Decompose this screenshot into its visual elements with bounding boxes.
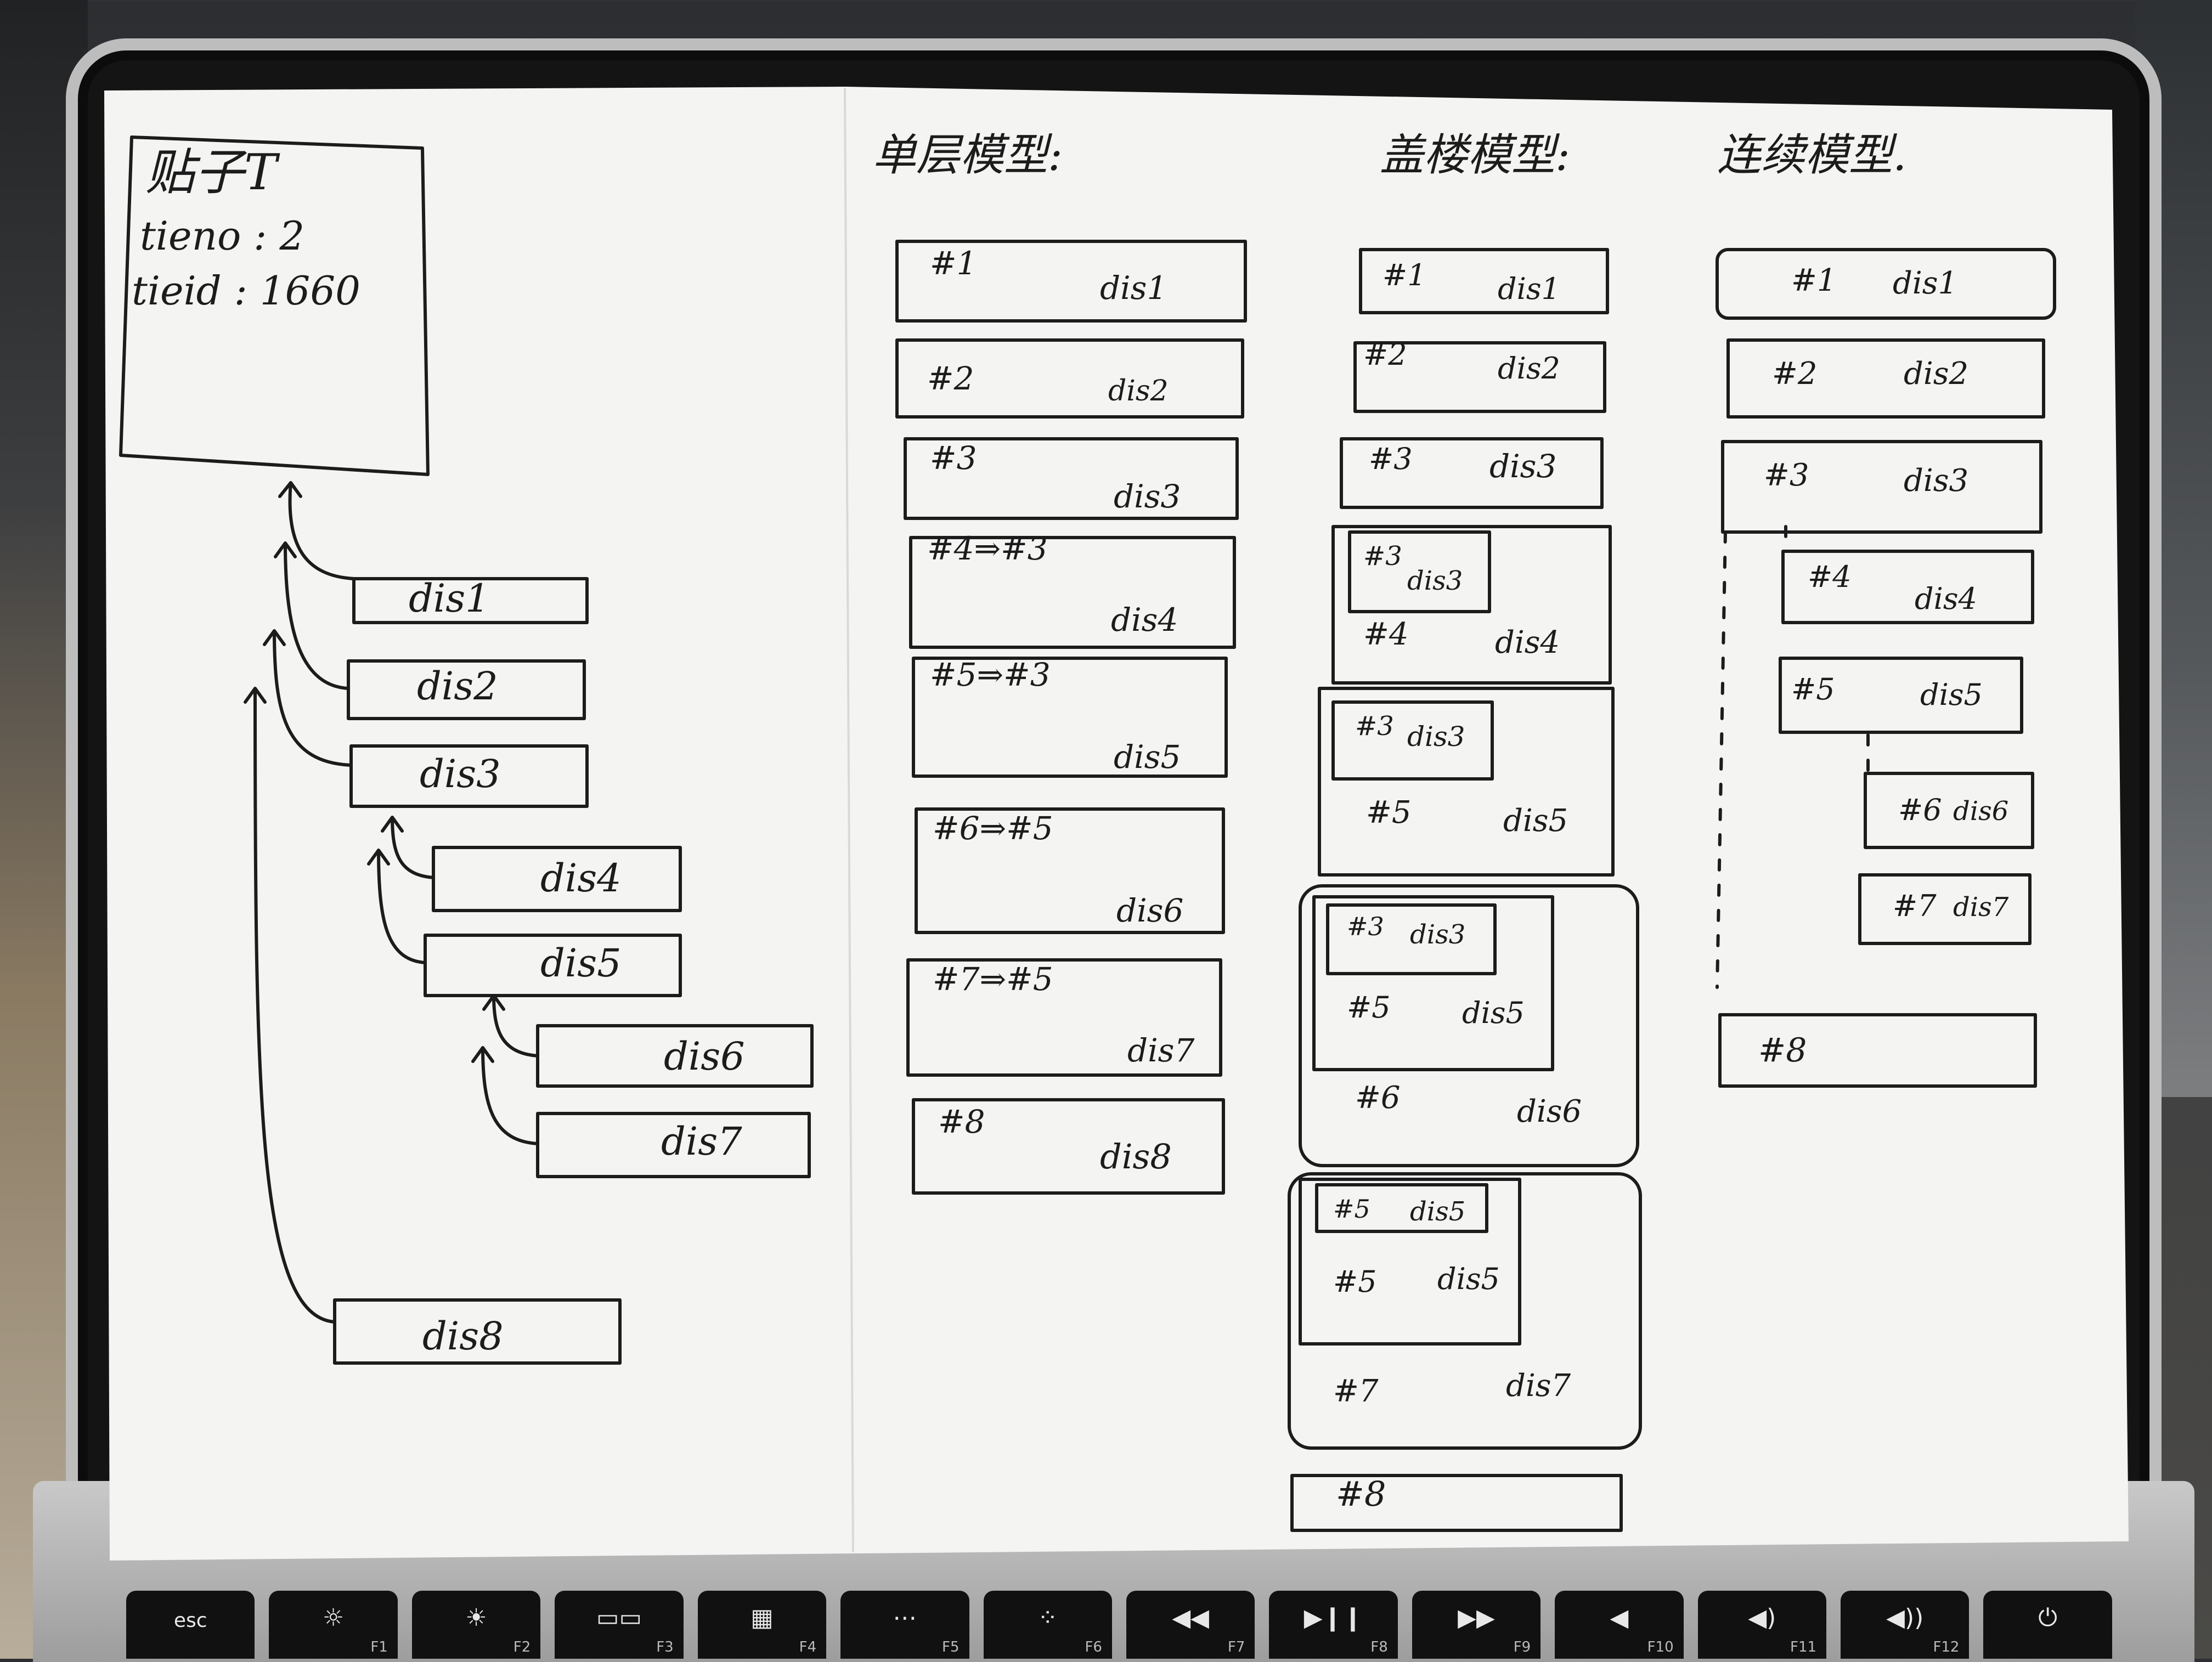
key-f10[interactable]: ◀ F10 <box>1555 1591 1684 1659</box>
key-power[interactable]: ⏻ <box>1983 1591 2112 1659</box>
launchpad-icon: ▦ <box>751 1604 774 1632</box>
key-esc[interactable]: esc <box>126 1591 255 1659</box>
keyboard-light-down-icon: ⋯ <box>893 1604 917 1632</box>
brightness-down-icon: ☼ <box>322 1604 345 1632</box>
key-fn-label: F11 <box>1790 1639 1817 1655</box>
volume-down-icon: ◀) <box>1748 1604 1776 1632</box>
key-fn-label: F10 <box>1647 1639 1674 1655</box>
key-fn-label: F1 <box>370 1639 388 1655</box>
key-esc-label: esc <box>173 1609 207 1632</box>
key-fn-label: F8 <box>1370 1639 1388 1655</box>
key-fn-label: F9 <box>1513 1639 1531 1655</box>
laptop-bezel <box>66 38 2162 1541</box>
key-fn-label: F7 <box>1227 1639 1245 1655</box>
mission-control-icon: ▭▭ <box>596 1604 642 1632</box>
volume-up-icon: ◀)) <box>1886 1604 1924 1632</box>
play-pause-icon: ▶❙❙ <box>1304 1604 1363 1632</box>
power-icon: ⏻ <box>2038 1604 2058 1632</box>
key-fn-label: F5 <box>942 1639 960 1655</box>
key-f6[interactable]: ⁘ F6 <box>983 1591 1112 1659</box>
key-fn-label: F3 <box>656 1639 674 1655</box>
brightness-up-icon: ☀ <box>465 1604 487 1632</box>
key-f7[interactable]: ◀◀ F7 <box>1126 1591 1255 1659</box>
key-fn-label: F4 <box>799 1639 817 1655</box>
key-f9[interactable]: ▶▶ F9 <box>1412 1591 1541 1659</box>
key-f11[interactable]: ◀) F11 <box>1697 1591 1827 1659</box>
function-key-row: esc ☼ F1 ☀ F2 ▭▭ F3 ▦ F4 ⋯ F5 ⁘ F6 ◀◀ F7… <box>126 1591 2112 1659</box>
key-f12[interactable]: ◀)) F12 <box>1841 1591 1970 1659</box>
key-f4[interactable]: ▦ F4 <box>697 1591 827 1659</box>
fast-forward-icon: ▶▶ <box>1458 1604 1495 1632</box>
key-fn-label: F12 <box>1933 1639 1960 1655</box>
keyboard-light-up-icon: ⁘ <box>1037 1604 1058 1632</box>
key-f1[interactable]: ☼ F1 <box>269 1591 398 1659</box>
key-f3[interactable]: ▭▭ F3 <box>555 1591 684 1659</box>
key-f2[interactable]: ☀ F2 <box>411 1591 541 1659</box>
key-fn-label: F6 <box>1085 1639 1102 1655</box>
key-f8[interactable]: ▶❙❙ F8 <box>1269 1591 1398 1659</box>
rewind-icon: ◀◀ <box>1172 1604 1209 1632</box>
mute-icon: ◀ <box>1610 1604 1629 1632</box>
key-f5[interactable]: ⋯ F5 <box>840 1591 969 1659</box>
key-fn-label: F2 <box>513 1639 531 1655</box>
